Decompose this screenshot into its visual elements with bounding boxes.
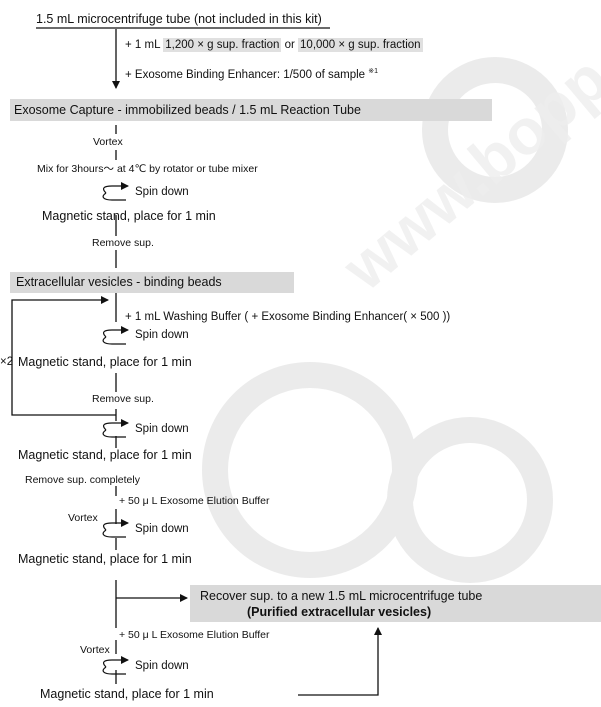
- spin-down-4: Spin down: [135, 523, 189, 535]
- remove-sup-complete: Remove sup. completely: [25, 474, 140, 486]
- repeat-loop: [11, 296, 116, 416]
- fraction-a: 1,200 × g sup. fraction: [163, 38, 282, 52]
- enhancer-line: + Exosome Binding Enhancer: 1/500 of sam…: [125, 68, 378, 81]
- capture-beads-box: Exosome Capture - immobilized beads / 1.…: [10, 99, 492, 121]
- recover-line-2: (Purified extracellular vesicles): [247, 605, 432, 619]
- spin-down-2: Spin down: [135, 329, 189, 341]
- remove-sup-2: Remove sup.: [92, 393, 154, 405]
- magnet-step-1: Magnetic stand, place for 1 min: [42, 209, 216, 223]
- fraction-b: 10,000 × g sup. fraction: [298, 38, 423, 52]
- sample-or: or: [284, 39, 295, 51]
- title-text: 1.5 mL microcentrifuge tube (not include…: [36, 12, 322, 26]
- recover-box: Recover sup. to a new 1.5 mL microcentri…: [190, 585, 601, 622]
- ev-binding-beads-box: Extracellular vesicles - binding beads: [10, 272, 294, 293]
- magnet-step-5: Magnetic stand, place for 1 min: [40, 687, 214, 701]
- sample-prefix: + 1 mL: [125, 39, 161, 51]
- magnet-step-2: Magnetic stand, place for 1 min: [18, 355, 192, 369]
- elution-step-1: + 50 μ L Exosome Elution Buffer: [119, 495, 270, 507]
- spin-down-3: Spin down: [135, 423, 189, 435]
- spin-down-5: Spin down: [135, 660, 189, 672]
- sample-line: + 1 mL 1,200 × g sup. fraction or 10,000…: [125, 38, 423, 52]
- recover-line-1: Recover sup. to a new 1.5 mL microcentri…: [200, 589, 483, 603]
- washing-step: + 1 mL Washing Buffer ( + Exosome Bindin…: [125, 311, 451, 323]
- repeat-count: ×2: [0, 356, 14, 368]
- vortex-1: Vortex: [93, 136, 123, 148]
- magnet-step-3: Magnetic stand, place for 1 min: [18, 448, 192, 462]
- magnet-step-4: Magnetic stand, place for 1 min: [18, 552, 192, 566]
- ev-binding-beads-label: Extracellular vesicles - binding beads: [16, 275, 222, 289]
- mix-step: Mix for 3hours～ at 4℃ by rotator or tube…: [37, 163, 258, 175]
- enhancer-text: + Exosome Binding Enhancer: 1/500 of sam…: [125, 68, 366, 81]
- vortex-3: Vortex: [80, 644, 110, 656]
- capture-beads-label: Exosome Capture - immobilized beads / 1.…: [14, 103, 361, 117]
- spin-down-1: Spin down: [135, 186, 189, 198]
- elution-step-2: + 50 μ L Exosome Elution Buffer: [119, 629, 270, 641]
- return-arrow: [298, 627, 382, 696]
- enhancer-note: ※1: [368, 68, 379, 75]
- vortex-2: Vortex: [68, 512, 98, 524]
- remove-sup-1: Remove sup.: [92, 237, 154, 249]
